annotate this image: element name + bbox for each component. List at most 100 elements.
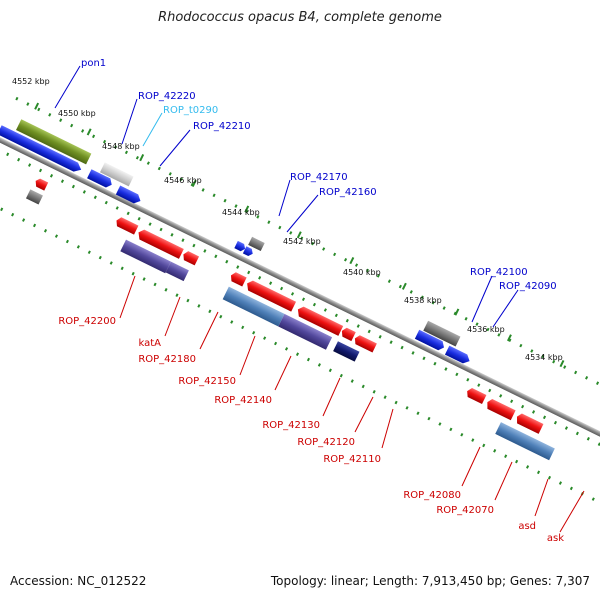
tick-mark [486,327,490,332]
tick-mark [322,247,326,251]
tick-mark [148,222,152,226]
gene-label[interactable]: ROP_42220 [138,91,196,102]
tick-mark [137,216,141,221]
tick-mark [17,157,21,162]
tick-mark [400,345,404,350]
major-tick-mark [559,359,565,368]
gene-label[interactable]: ROP_42170 [290,172,348,183]
gene-rop42110[interactable] [353,334,377,353]
tick-mark [269,281,273,285]
gene-rop42070[interactable] [485,398,516,421]
gene-rop42100[interactable] [423,320,461,347]
gene-ask[interactable] [495,422,555,461]
tick-label: 4546 kbp [164,176,202,185]
tick-mark [475,322,479,326]
tick-mark [405,406,409,410]
gene-lower-small-1[interactable] [33,177,49,191]
tick-mark [398,284,402,289]
gene-rop42110-navy[interactable] [333,341,360,362]
tick-mark [168,172,172,176]
tick-mark [76,245,80,249]
tick-mark [93,195,97,200]
tick-mark [323,308,327,312]
tick-mark [104,200,108,205]
major-tick-mark [244,205,250,213]
gene-lower-gray-1[interactable] [25,189,43,205]
tick-mark [234,204,238,208]
tick-mark [11,212,15,217]
gene-label[interactable]: ROP_42150 [178,376,236,387]
gene-rop42220[interactable] [99,162,134,187]
tick-mark [71,184,75,189]
gene-rop42180[interactable] [181,250,200,266]
tick-mark [175,293,179,297]
gene-upper-blue-1[interactable] [0,125,83,174]
gene-label[interactable]: ROP_42160 [319,187,377,198]
gene-rop42160-b[interactable] [242,246,255,257]
tick-mark [263,336,267,340]
gene-label[interactable]: ROP_t0290 [163,105,218,116]
gene-rop42200[interactable] [114,216,139,235]
gene-rop42180-purple[interactable] [165,261,189,282]
gene-rop42130[interactable] [295,305,344,336]
tick-mark [591,497,595,501]
upper-tick-row [15,96,600,385]
gene-label[interactable]: ROP_42070 [436,505,494,516]
tick-label: 4536 kbp [467,325,505,334]
gene-label[interactable]: katA [138,338,161,349]
genome-summary-text: Topology: linear; Length: 7,913,450 bp; … [270,574,590,588]
chromosome-axis [0,128,600,451]
major-tick-mark [296,231,302,239]
major-tick-mark [191,179,197,187]
tick-mark [290,292,295,296]
tick-mark [585,376,589,380]
tick-mark [466,377,470,382]
gene-label[interactable]: ROP_42130 [262,420,320,431]
gene-label[interactable]: ROP_42210 [193,121,251,132]
gene-rop42120[interactable] [340,326,356,342]
tick-mark [504,454,508,458]
gene-label[interactable]: ROP_42110 [323,454,381,465]
gene-label[interactable]: ROP_42100 [470,267,528,278]
gene-label[interactable]: ROP_42120 [297,437,355,448]
gene-rop42210-a[interactable] [87,169,114,189]
tick-mark [536,470,541,475]
gene-asd[interactable] [514,412,544,434]
gene-rop42080[interactable] [465,387,487,404]
gene-label[interactable]: ROP_42200 [58,316,116,327]
gene-rop42130-purple[interactable] [278,313,333,350]
gene-label[interactable]: ROP_42090 [499,281,557,292]
gene-label[interactable]: ROP_42180 [138,354,196,365]
gene-rop42170[interactable] [248,236,265,252]
major-tick-mark [34,102,40,110]
gene-rop42090-a[interactable] [414,329,446,352]
gene-rop42150[interactable] [229,271,247,287]
gene-kata[interactable] [136,228,184,259]
tick-mark [311,241,315,246]
gene-rop42140-steel[interactable] [222,286,285,327]
gene-label[interactable]: pon1 [81,58,106,69]
gene-rop42140[interactable] [244,279,297,312]
gene-label[interactable]: ROP_42080 [403,490,461,501]
tick-mark [431,300,435,305]
gene-label[interactable]: asd [518,521,536,532]
gene-pon1[interactable] [16,119,92,165]
major-tick-mark [86,128,92,136]
tick-mark [146,161,150,165]
gene-rop42210-b[interactable] [115,185,143,206]
gene-label[interactable]: ROP_42140 [214,395,272,406]
tick-mark [586,437,590,441]
tick-mark [102,139,107,144]
tick-mark [564,426,568,430]
gene-rop42090-b[interactable] [444,345,472,366]
tick-label: 4538 kbp [404,296,442,305]
tick-mark [135,155,139,160]
tick-mark [345,318,349,323]
gene-label[interactable]: ask [547,533,564,544]
gene-rop42160-a[interactable] [234,240,246,253]
tick-mark [203,249,207,253]
tick-mark [328,368,332,373]
tick-mark [153,282,157,287]
gene-kata-purple[interactable] [120,239,171,274]
